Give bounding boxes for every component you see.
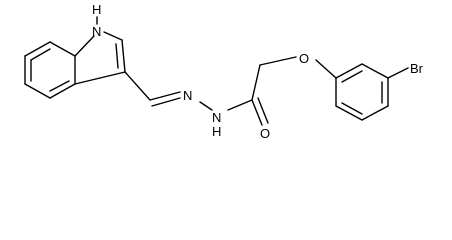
ether-o-label: O bbox=[299, 51, 309, 66]
indole-pyrrole-ring bbox=[74, 31, 126, 85]
indole-n-label: N bbox=[92, 24, 101, 39]
hydrazone-linker bbox=[124, 56, 337, 126]
carbonyl-o-label: O bbox=[260, 126, 270, 141]
bromophenyl-ring bbox=[335, 63, 409, 121]
indole-h-label: H bbox=[92, 2, 101, 17]
imine-n-label: N bbox=[183, 88, 192, 103]
atom-labels: H N N N H O O Br bbox=[92, 2, 424, 141]
indole-benzene-ring bbox=[24, 41, 76, 99]
chemical-structure: H N N N H O O Br bbox=[24, 2, 424, 141]
hydrazide-n-label: N bbox=[212, 110, 221, 125]
hydrazide-h-label: H bbox=[212, 124, 221, 139]
bromine-label: Br bbox=[410, 61, 424, 76]
